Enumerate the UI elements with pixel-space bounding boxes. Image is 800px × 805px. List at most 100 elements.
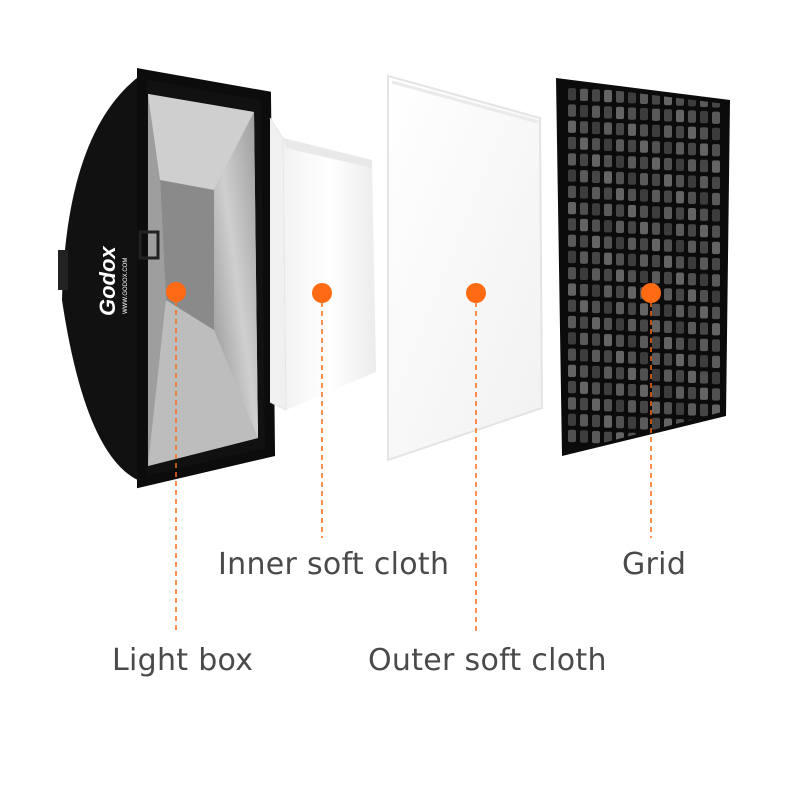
grid-cell (652, 417, 660, 431)
grid-cell (616, 399, 624, 412)
grid-cell (712, 323, 720, 336)
grid-cell (592, 349, 600, 362)
grid-cell (688, 126, 696, 139)
grid-cell (604, 301, 612, 314)
grid-cell (712, 371, 720, 385)
grid-cell (592, 203, 600, 216)
grid-cell (652, 385, 660, 398)
grid-cell (604, 171, 612, 184)
grid-cell (652, 320, 660, 333)
grid-cell (628, 123, 636, 136)
grid-cell (592, 333, 600, 346)
grid-cell (676, 272, 684, 285)
grid-cell (664, 353, 672, 366)
inner-cloth-shadow (283, 138, 372, 168)
grid-cell (664, 434, 672, 447)
grid-cell (712, 144, 720, 157)
grid-cell (568, 120, 576, 133)
grid-cell (616, 367, 624, 380)
grid-cell (580, 332, 588, 346)
grid-cell (616, 188, 624, 201)
grid-cell (604, 122, 612, 135)
grid-cell (664, 174, 672, 187)
label-outer-soft-cloth: Outer soft cloth (368, 643, 607, 678)
grid-cell (628, 221, 636, 234)
grid-cell (580, 186, 588, 199)
grid-cell (592, 170, 600, 183)
grid-cell (712, 339, 720, 352)
grid-cell (688, 435, 696, 449)
grid-cell (604, 382, 612, 396)
grid-cell (568, 185, 576, 198)
grid-cell (700, 127, 708, 140)
grid-cell (676, 256, 684, 269)
grid-cell (628, 91, 636, 104)
grid-cell (628, 335, 636, 348)
grid-cell (604, 334, 612, 347)
grid-cell (688, 224, 696, 237)
grid-cell (592, 138, 600, 151)
grid-cell (700, 192, 708, 205)
grid-cell (568, 169, 576, 182)
godox-url-text: WWW.GODOX.COM (123, 258, 129, 314)
grid-cell (568, 315, 576, 329)
grid-cell (592, 382, 600, 395)
grid-cell (628, 367, 636, 380)
grid-cell (568, 234, 576, 247)
grid-cell (676, 142, 684, 155)
grid-cell (652, 124, 660, 138)
grid-cell (676, 305, 684, 318)
light-box: Godox WWW.GODOX.COM (58, 68, 276, 489)
grid-cell (568, 364, 576, 377)
grid-cell (688, 370, 696, 383)
grid-cell (628, 384, 636, 397)
grid-cell (616, 383, 624, 396)
grid-cell (568, 267, 576, 280)
grid-cell (640, 335, 648, 349)
grid-cell (676, 337, 684, 350)
grid-cell (652, 352, 660, 365)
grid-cell (604, 366, 612, 379)
grid-cell (568, 283, 576, 296)
grid-cell (628, 416, 636, 429)
grid-cell (652, 434, 660, 447)
grid-cell (688, 305, 696, 318)
grid-cell (568, 299, 576, 312)
grid-cell (676, 386, 684, 399)
grid-cell (628, 205, 636, 218)
grid-cell (592, 235, 600, 249)
grid-cell (664, 206, 672, 220)
grid-cell (628, 172, 636, 185)
grid-cell (592, 300, 600, 314)
grid-cell (580, 316, 588, 329)
grid-cell (700, 111, 708, 124)
grid-cell (604, 203, 612, 217)
grid-cell (652, 401, 660, 414)
grid-cell (700, 208, 708, 221)
grid-cell (652, 303, 660, 317)
grid-cell (568, 397, 576, 410)
grid-cell (640, 417, 648, 430)
grid-cell (628, 107, 636, 120)
grid-cell (712, 192, 720, 206)
grid-cell (580, 218, 588, 232)
softbox-interior-left-panel (148, 94, 166, 466)
grid-cell (592, 252, 600, 265)
grid-cell (700, 436, 708, 449)
grid-cell (664, 125, 672, 138)
grid-cell (652, 255, 660, 268)
grid-cell (616, 204, 624, 217)
grid-cell (616, 285, 624, 299)
grid-cell (664, 385, 672, 399)
grid-cell (676, 288, 684, 302)
grid-cell (604, 268, 612, 282)
grid-cell (640, 205, 648, 218)
grid (556, 78, 730, 456)
grid-cell (700, 143, 708, 156)
grid-cell (592, 186, 600, 200)
grid-cell (604, 220, 612, 233)
grid-cell (688, 289, 696, 302)
grid-cell (712, 160, 720, 173)
grid-cell (664, 288, 672, 301)
